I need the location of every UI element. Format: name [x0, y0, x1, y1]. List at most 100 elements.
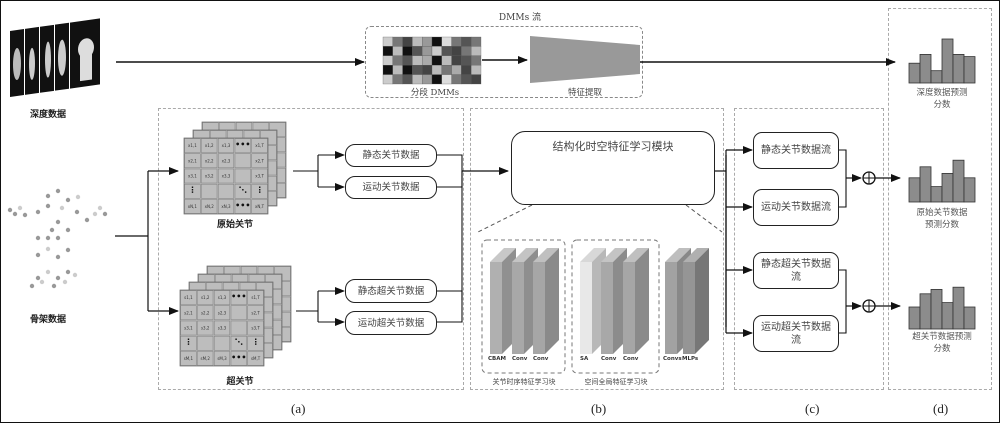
score-bar	[919, 166, 932, 203]
matrix-cell-label: s3,T	[251, 326, 260, 331]
score-bar	[919, 293, 932, 330]
dmm-cell	[431, 65, 442, 75]
stream-motion-joint: 运动关节数据流	[753, 189, 839, 226]
panel-d	[888, 8, 992, 390]
score-bar	[963, 306, 976, 330]
matrix-cell-label: •••	[235, 140, 250, 149]
dmm-cell	[412, 55, 423, 66]
dmm-cell	[412, 65, 423, 75]
caption-a: (a)	[291, 401, 306, 416]
matrix-cell	[230, 320, 247, 336]
joint-temporal-block-label: 关节时序特征学习块	[492, 378, 556, 386]
dmm-cell	[441, 36, 452, 47]
matrix-cell	[247, 305, 264, 320]
dmm-cell	[392, 65, 403, 75]
layer-block-top	[580, 248, 606, 262]
matrix-cell-label: x1,2	[205, 143, 214, 148]
matrix-cell-label: s2,3	[218, 310, 227, 315]
matrix-cell	[217, 153, 234, 169]
matrix-cell	[217, 183, 234, 199]
dmm-cell	[461, 46, 472, 56]
matrix-cell-label: s2,2	[201, 310, 210, 315]
matrix-cell	[180, 336, 197, 351]
matrix-cell-label: x3,1	[188, 174, 197, 179]
dmm-cell	[471, 36, 482, 47]
layer-block-front	[683, 262, 695, 354]
feature-extract-shape	[530, 36, 640, 83]
matrix-cell-label: xN,2	[205, 204, 215, 209]
panel-c	[734, 108, 884, 390]
dmm-cell	[451, 74, 462, 85]
caption-b: (b)	[591, 401, 607, 416]
dmm-cell	[471, 46, 482, 56]
score-bar	[930, 186, 943, 203]
matrix-cell	[217, 168, 234, 184]
motion-super-joint-data-box: 运动超关节数据	[345, 311, 437, 335]
matrix-cell	[180, 290, 197, 305]
layer-name-label: SA	[580, 356, 589, 362]
caption-d: (d)	[933, 401, 949, 416]
matrix-cell-label: x1,1	[188, 143, 197, 148]
layer-block-front	[512, 262, 524, 354]
matrix-cell-label: s1,2	[201, 295, 210, 300]
depth-frames-icon	[10, 18, 100, 97]
dmm-cell	[382, 65, 393, 75]
score-bar	[963, 56, 976, 84]
segmented-dmm-label: 分段 DMMs	[410, 88, 460, 98]
matrix-cell	[230, 336, 247, 351]
matrix-cell	[184, 168, 201, 184]
matrix-cell-label: x3,T	[255, 174, 264, 179]
matrix-cell	[234, 168, 251, 184]
matrix-cell-label: x2,3	[222, 158, 231, 163]
matrix-cell-label: x3,3	[222, 174, 231, 179]
module-title: 结构化时空特征学习模块	[552, 140, 674, 153]
stream-motion-super-joint: 运动超关节数据流	[753, 315, 839, 352]
matrix-cell-label: •••	[231, 353, 246, 362]
matrix-cell-label: x1,T	[255, 143, 264, 148]
structured-spatiotemporal-module: 结构化时空特征学习模块	[511, 131, 715, 205]
layer-block-top	[623, 248, 649, 262]
stream-static-joint: 静态关节数据流	[753, 132, 839, 169]
matrix-cell	[230, 305, 247, 320]
dmm-cell	[402, 46, 413, 56]
matrix-cell-label: x2,T	[255, 158, 264, 163]
layer-name-label: MLPs	[682, 356, 699, 362]
score-bar	[930, 70, 943, 84]
matrix-cell-label: ⋮	[252, 338, 260, 347]
dmm-cell	[422, 55, 433, 66]
matrix-cell-label: x2,2	[205, 158, 214, 163]
layer-block-side	[695, 248, 709, 354]
dmm-cell	[441, 55, 452, 66]
matrix-cell	[251, 153, 268, 169]
layer-name-label: Conv	[533, 356, 549, 362]
dmm-stream-title: DMMs 流	[498, 13, 542, 23]
matrix-cell	[234, 183, 251, 199]
layer-block-front	[665, 262, 677, 354]
layer-block-side	[635, 248, 649, 354]
layer-blocks	[490, 248, 709, 354]
matrix-cell	[197, 336, 214, 351]
matrix-cell-label: ⋱	[235, 338, 243, 347]
matrix-cell-label: s1,1	[184, 295, 193, 300]
feature-extract-label: 特征提取	[567, 88, 602, 98]
dmm-cell	[402, 65, 413, 75]
dmm-cell	[461, 65, 472, 75]
caption-c: (c)	[805, 401, 820, 416]
depth-score-label: 深度数据预测 分数	[916, 88, 968, 110]
matrix-cell-label: x2,1	[188, 158, 197, 163]
matrix-cell-label: s2,T	[251, 310, 260, 315]
matrix-cell	[184, 138, 201, 153]
dmm-cell	[422, 65, 433, 75]
matrix-cell-label: xN,T	[255, 204, 265, 209]
dmm-cell	[392, 74, 403, 85]
score-bar	[941, 302, 954, 330]
matrix-cell	[213, 320, 230, 336]
matrix-cell	[201, 199, 218, 214]
dmm-cell	[451, 36, 462, 47]
dmm-cell	[451, 65, 462, 75]
matrix-cell-label: sM,T	[251, 356, 261, 361]
matrix-cell	[184, 199, 201, 214]
dmm-cell	[392, 46, 403, 56]
